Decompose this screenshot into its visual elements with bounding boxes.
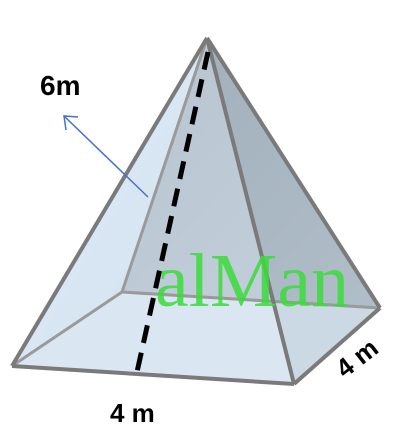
watermark-text: alMan xyxy=(155,239,350,323)
visible-edges xyxy=(10,36,382,386)
slant-height-label: 6m xyxy=(40,70,81,101)
base-front-length-label: 4 m xyxy=(110,398,155,428)
hidden-edges xyxy=(11,37,381,368)
arrow-icon xyxy=(63,115,149,198)
pyramid-face-right xyxy=(207,38,380,384)
